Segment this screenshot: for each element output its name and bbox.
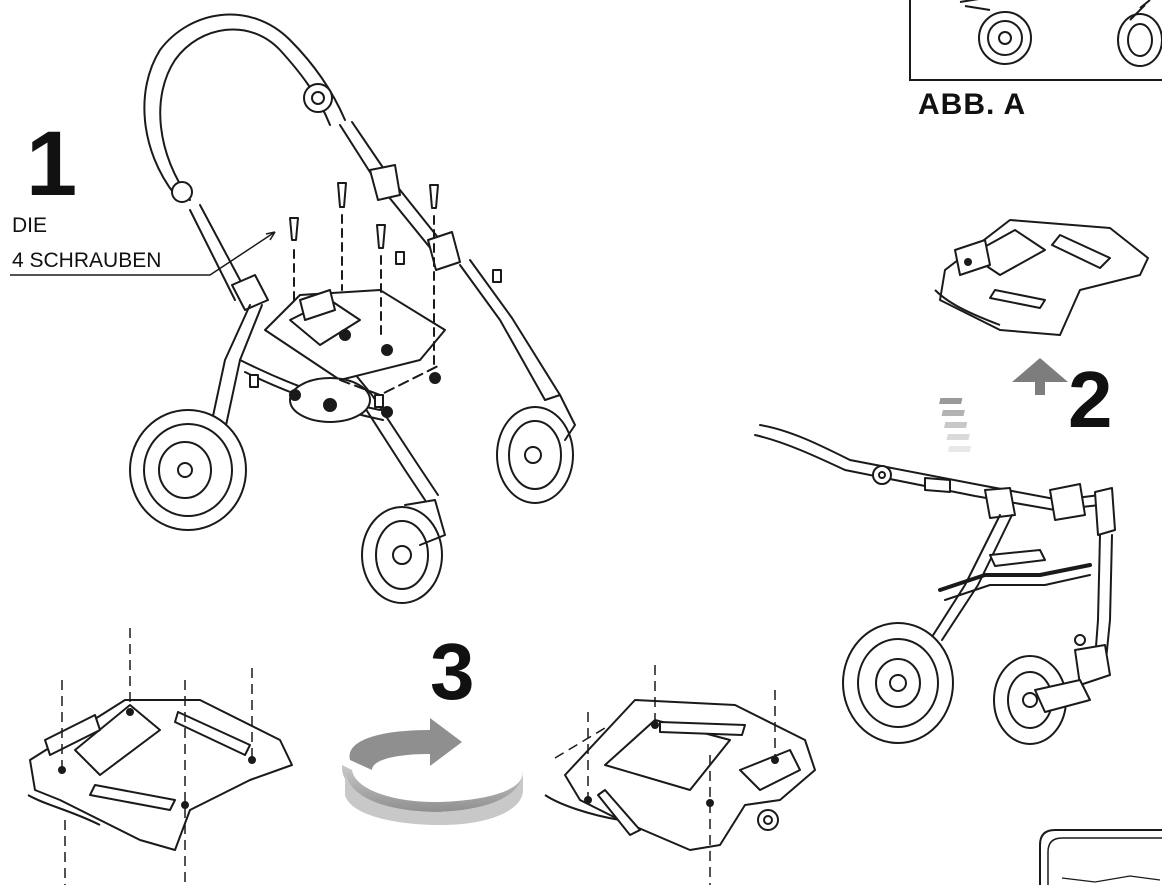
seat-plate-after-flip [544, 665, 816, 885]
wheel-step2-rear [842, 622, 954, 744]
figure-label-abb-a: ABB. A [918, 88, 1027, 121]
wheel-step2-front [993, 655, 1091, 745]
stroller-frame-step2 [754, 424, 1116, 745]
inset-figure-a [909, 0, 1162, 81]
screw-4 [429, 184, 439, 366]
screw-1 [289, 217, 299, 301]
caption-leader-line [10, 231, 276, 276]
step-number-2: 2 [1068, 355, 1113, 444]
next-figure-frame-partial [1039, 829, 1162, 885]
lift-arrow-up [939, 358, 1068, 452]
step1-caption-line2: 4 SCHRAUBEN [12, 249, 162, 272]
step-number-3: 3 [430, 627, 475, 716]
inset-wheel-right [1117, 0, 1162, 67]
wheel-rear-left [129, 409, 247, 531]
step-number-1: 1 [26, 113, 78, 215]
seat-plate-before-flip [27, 628, 293, 885]
seat-plate-lifted [934, 219, 1149, 336]
step1-caption-line1: DIE [12, 214, 48, 237]
stroller-frame-step1 [129, 13, 576, 604]
screw-3 [376, 224, 386, 341]
wheel-rear-right [496, 394, 576, 504]
rotate-arrow [341, 718, 524, 825]
inset-wheel-left [959, 0, 1032, 65]
screw-2 [337, 182, 347, 291]
wheel-front [361, 499, 446, 604]
